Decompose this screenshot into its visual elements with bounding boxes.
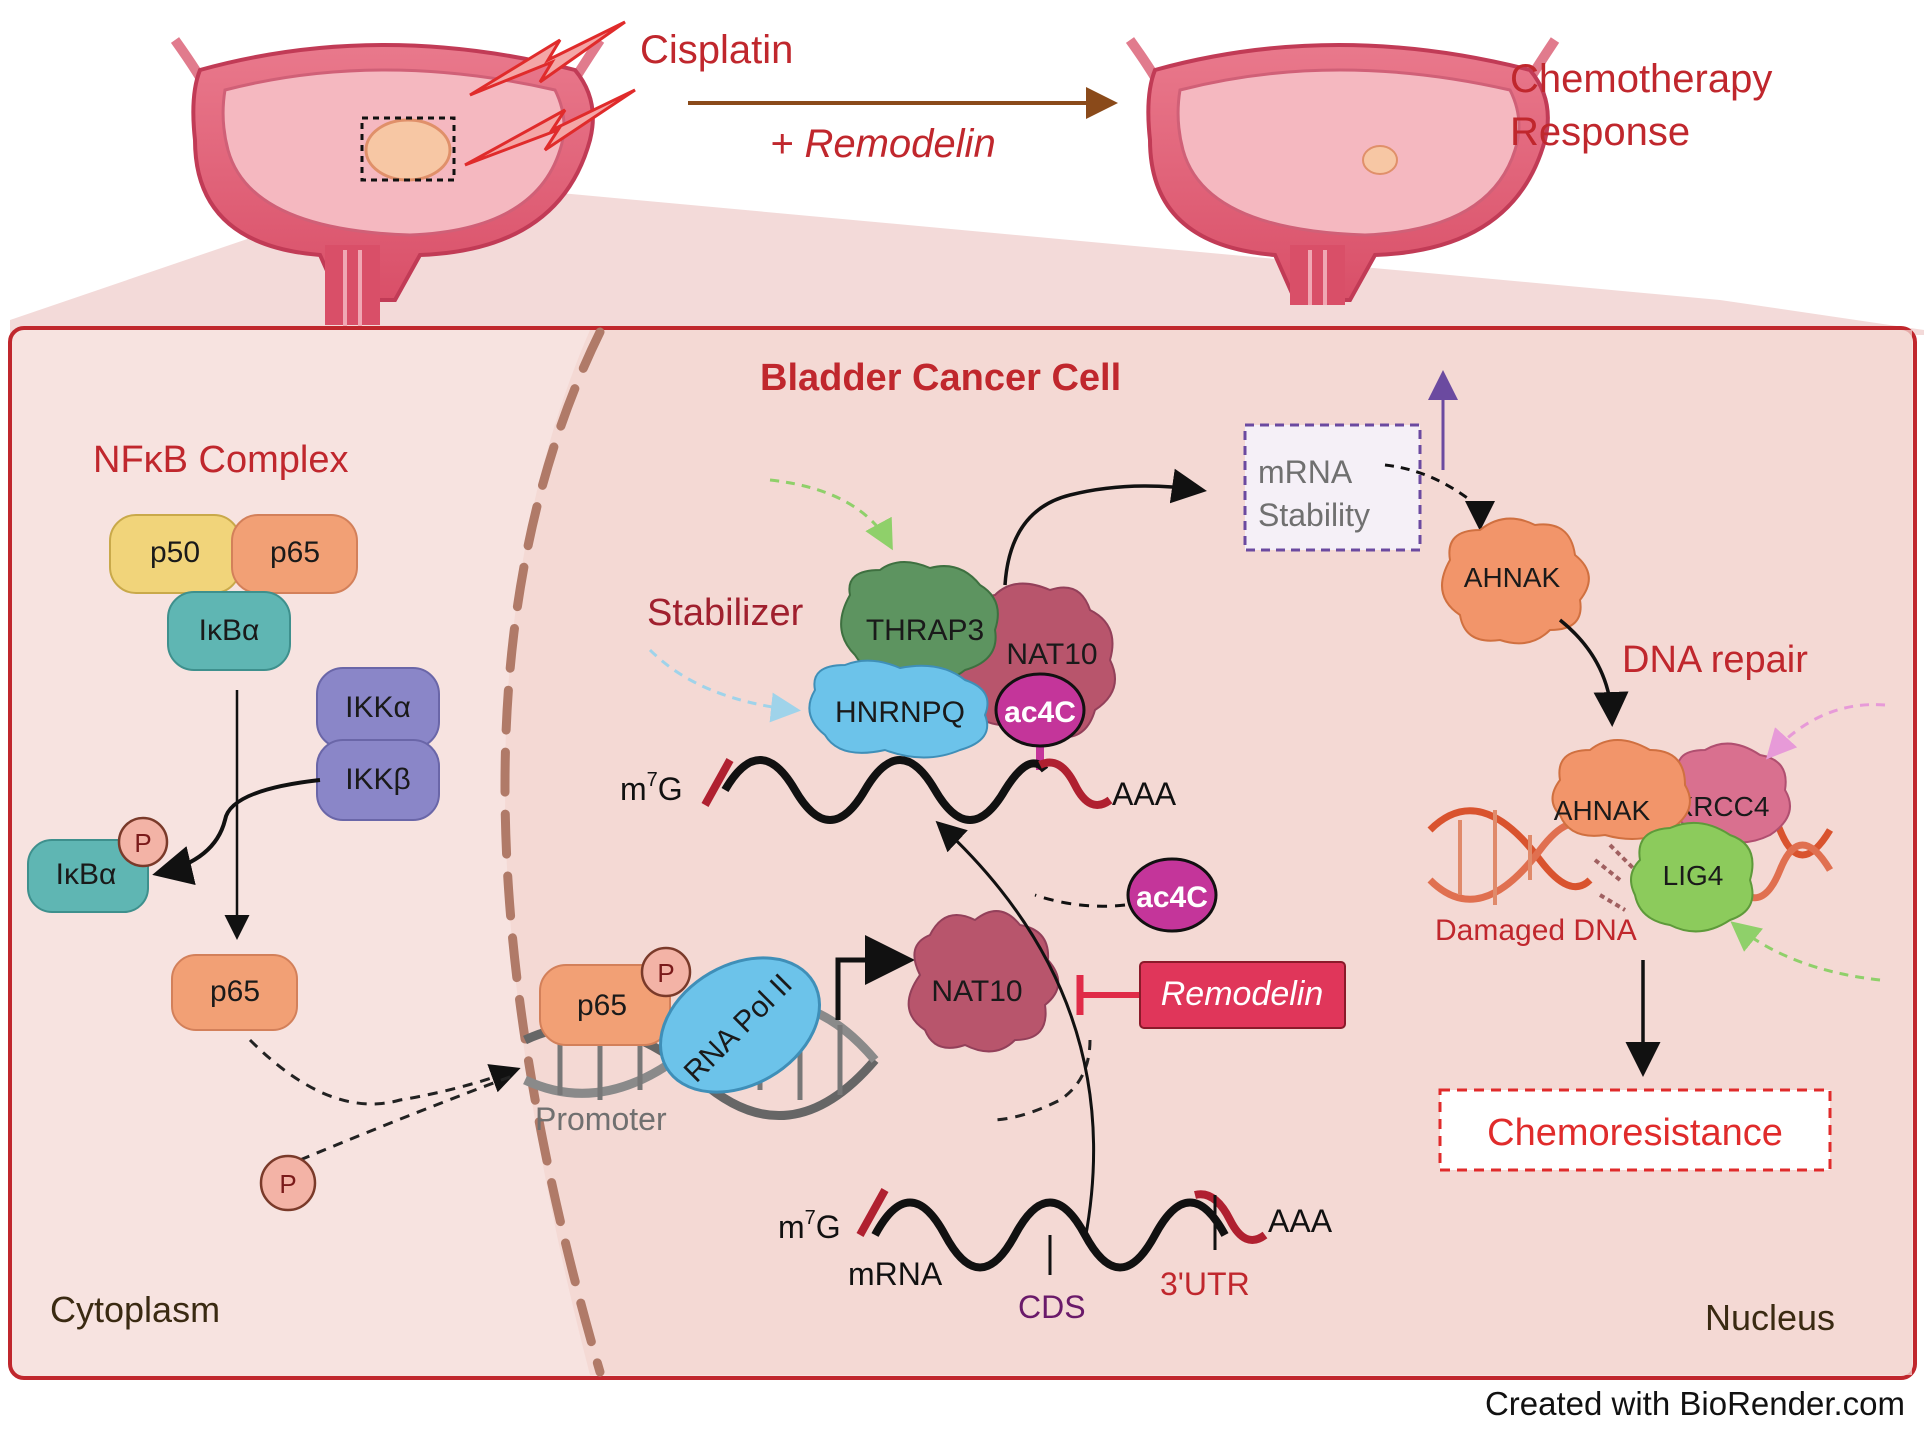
hnrnpq-protein: [808, 659, 989, 759]
p65-free-label: p65: [210, 975, 260, 1008]
ikba-label: IκBα: [199, 614, 260, 647]
remodelin-box: [1139, 961, 1346, 1029]
tumor-small: [1362, 145, 1398, 175]
bladder-after: [1125, 37, 1560, 305]
cytoplasm-label: Cytoplasm: [50, 1289, 220, 1330]
nucleus-label: Nucleus: [1705, 1297, 1835, 1338]
p50-label: p50: [150, 536, 200, 569]
ahnak-repair-label: AHNAK: [1554, 795, 1651, 826]
rna-pol-ii: [659, 956, 821, 1094]
stabilizer-arrow-hnrnpq: [648, 648, 801, 723]
ac4c-free-label: ac4C: [1136, 881, 1208, 914]
tumor-large: [364, 118, 452, 182]
lower-cap-label: m7G: [778, 1207, 841, 1245]
lig4-label: LIG4: [1663, 860, 1724, 891]
outcome-line2: Response: [1510, 110, 1690, 154]
phospho-group-free: [259, 1154, 317, 1212]
phospho-translocation-arrow: [299, 1073, 516, 1162]
remodelin-label: Remodelin: [1161, 975, 1324, 1013]
cell-title: Bladder Cancer Cell: [760, 357, 1121, 399]
p65-bound-label: p65: [577, 989, 627, 1022]
phospho-group-bound: [640, 946, 692, 998]
utr-label: 3'UTR: [1160, 1266, 1250, 1302]
remodelin-combo-label: + Remodelin: [770, 122, 996, 166]
phosphorylation-arrow: [152, 778, 321, 886]
outcome-line1: Chemotherapy: [1510, 57, 1772, 101]
ikkb-label: IKKβ: [345, 763, 411, 796]
nat10-free-protein: [907, 910, 1060, 1053]
stability-line1: mRNA: [1258, 454, 1353, 490]
p65-free-protein: [171, 954, 298, 1031]
p65-translocation-arrow: [248, 1038, 521, 1106]
cisplatin-label: Cisplatin: [640, 28, 793, 72]
phospho-bound-label: P: [657, 958, 674, 988]
stabilizer-arrow-thrap3: [769, 478, 893, 551]
dna-repair-label: DNA repair: [1622, 639, 1808, 681]
ac4c-free: [1126, 857, 1218, 933]
stability-line2: Stability: [1258, 497, 1370, 533]
chemoresistance-label: Chemoresistance: [1487, 1112, 1783, 1154]
ac4c-complex-label: ac4C: [1004, 696, 1076, 729]
transcription-start-arrow: [835, 935, 915, 1020]
cds-label: CDS: [1018, 1289, 1086, 1325]
dna-repair-arrow: [1558, 618, 1629, 727]
lig4-protein: [1630, 821, 1754, 933]
mrna-label: mRNA: [848, 1256, 943, 1292]
lig4-input-arrow: [1730, 921, 1881, 982]
ac4c-complex: [994, 672, 1086, 748]
xrcc4-input-arrow: [1765, 703, 1886, 760]
promoter-label: Promoter: [535, 1101, 667, 1137]
ikba-free-protein: [27, 839, 149, 913]
lower-mrna: [856, 1188, 1268, 1275]
nat10-action-arrow: [989, 1039, 1092, 1122]
nfkb-title: NFκB Complex: [93, 439, 349, 481]
ikka-label: IKKα: [345, 691, 411, 724]
acetylation-arrow: [1034, 893, 1126, 908]
phospho-group-ikba: [117, 816, 169, 868]
chemoresistance-box: [1438, 1088, 1832, 1172]
phospho-ikba-label: P: [134, 828, 151, 858]
upper-mrna: [701, 756, 1113, 824]
nat10-complex-label: NAT10: [1006, 638, 1097, 671]
p65-bound-protein: [539, 964, 671, 1046]
thrap3-label: THRAP3: [866, 614, 984, 647]
ikba-free-label: IκBα: [56, 858, 117, 891]
damaged-dna-label: Damaged DNA: [1435, 914, 1637, 947]
ikba-protein: [167, 591, 291, 671]
upper-tail-label: AAA: [1112, 776, 1177, 812]
ahnak-target-arrow: [1384, 463, 1495, 531]
credit-label: Created with BioRender.com: [1485, 1385, 1905, 1422]
nat10-free-label: NAT10: [931, 975, 1022, 1008]
mrna-modification-arrow: [935, 820, 1096, 1241]
cisplatin-bolt-1: [469, 20, 626, 97]
stability-box: [1243, 423, 1422, 552]
ahnak-protein: [1441, 517, 1590, 645]
stability-arrow: [1003, 468, 1207, 586]
p65-label: p65: [270, 536, 320, 569]
hnrnpq-label: HNRNPQ: [835, 696, 965, 729]
cisplatin-bolt-2: [464, 88, 636, 167]
stabilizer-label: Stabilizer: [647, 592, 804, 634]
ahnak-repair-protein: [1551, 739, 1691, 840]
upper-cap-label: m7G: [620, 769, 683, 807]
phospho-free-label: P: [279, 1169, 296, 1199]
p65-protein: [231, 514, 358, 594]
nuclear-envelope: [500, 327, 605, 1377]
lower-tail-label: AAA: [1268, 1203, 1333, 1239]
ahnak-label: AHNAK: [1464, 562, 1561, 593]
tumor-zoom-box: [360, 116, 456, 182]
